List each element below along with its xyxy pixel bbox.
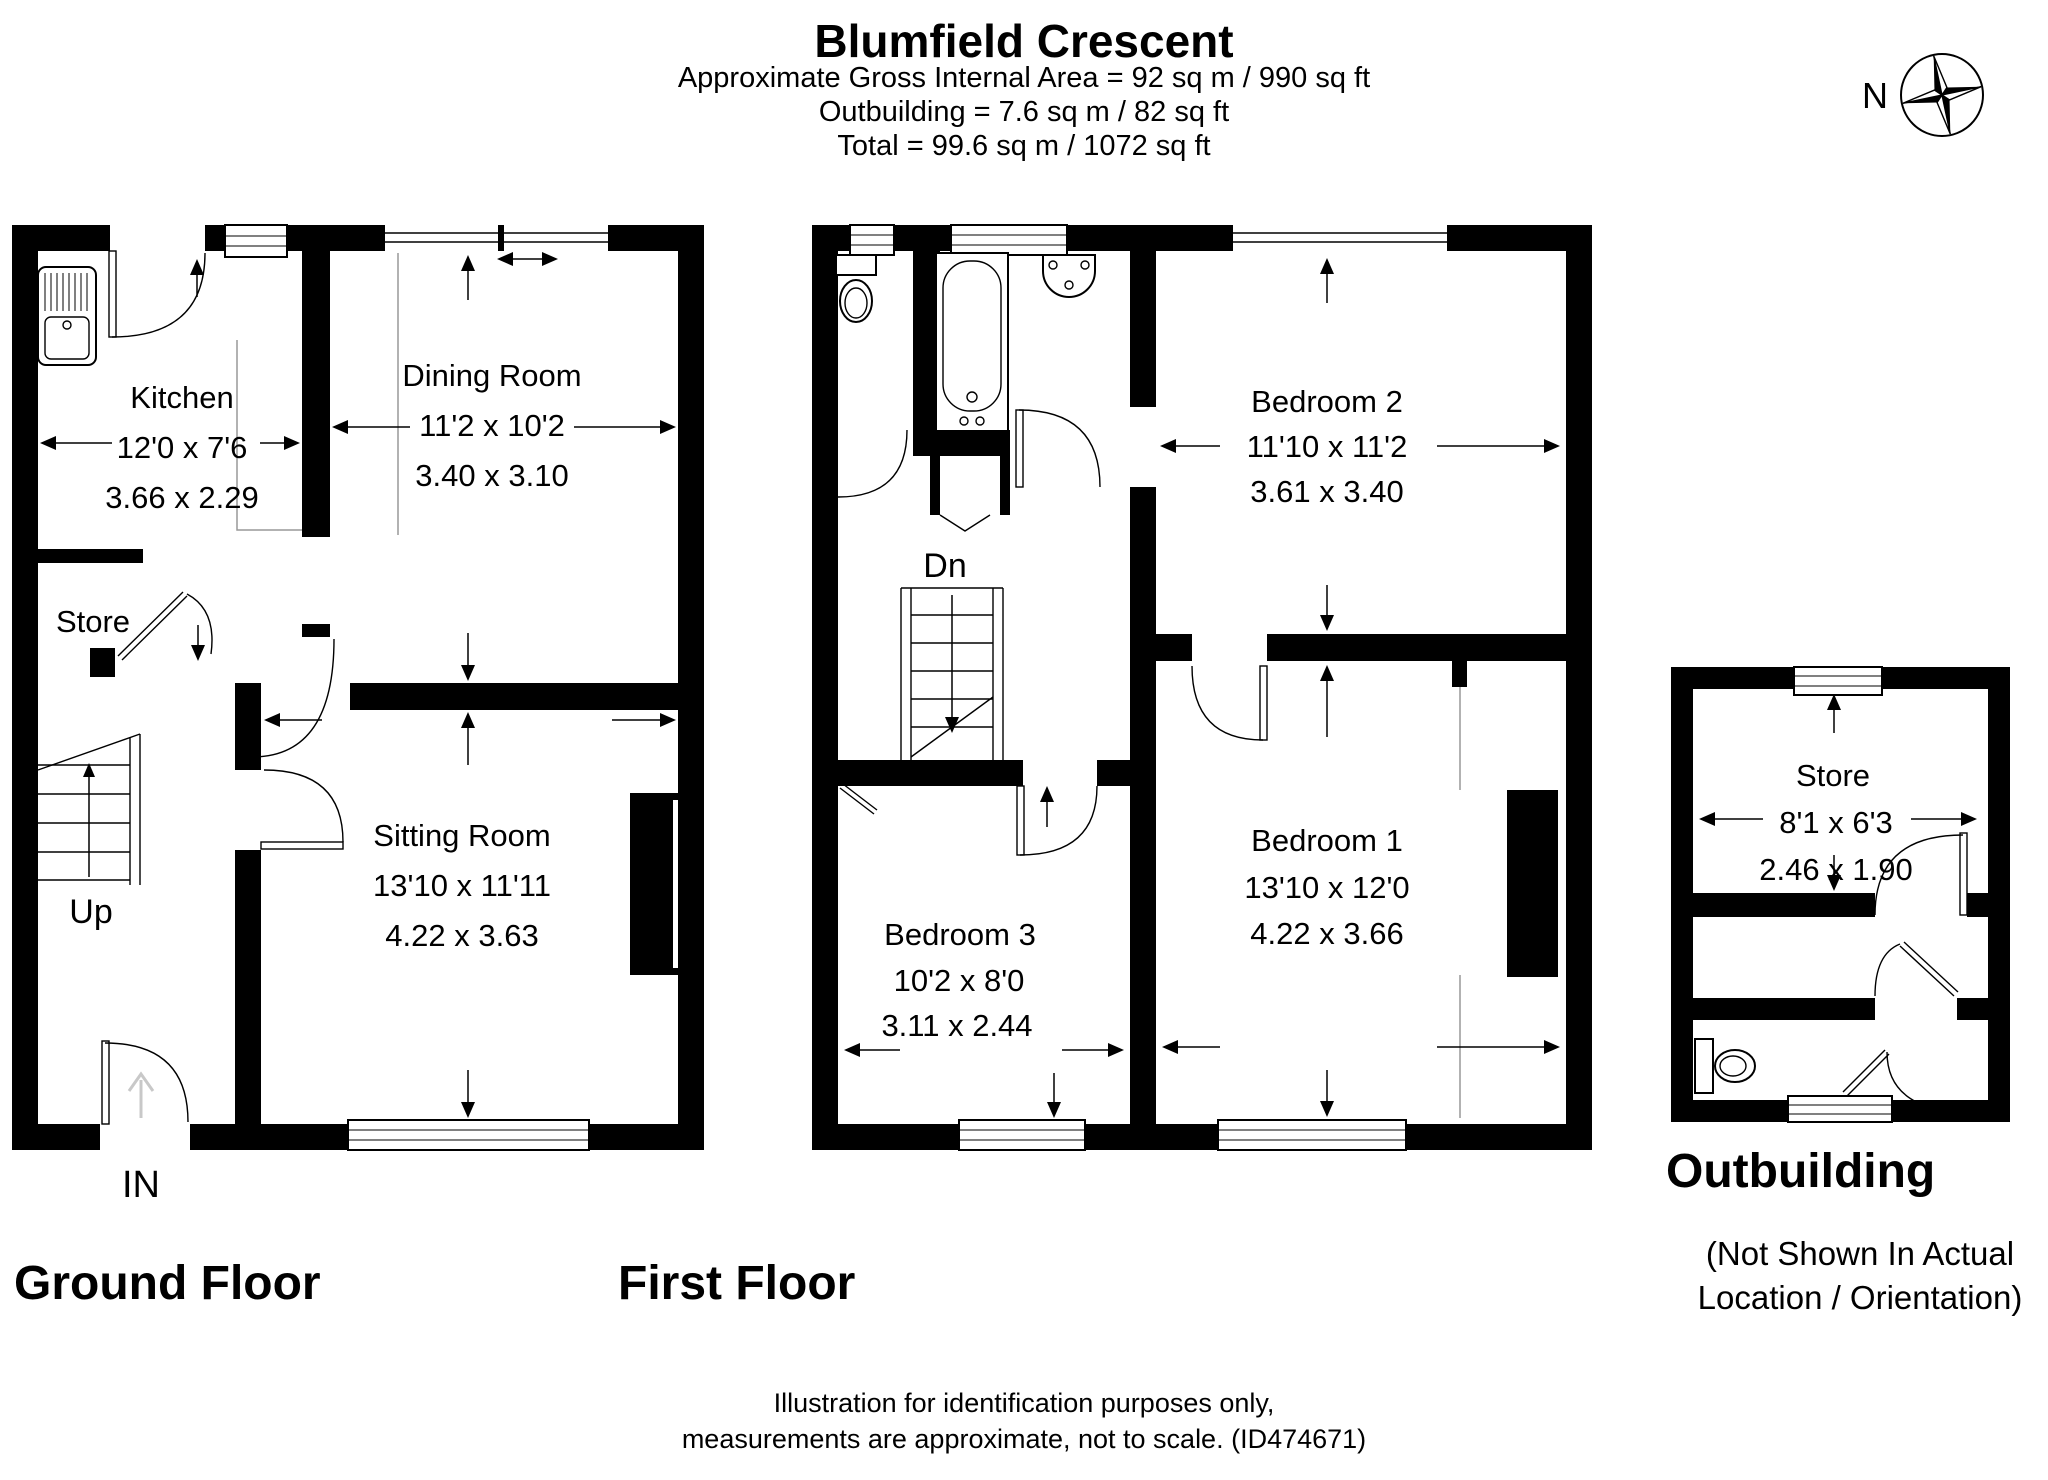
dining-label: Dining Room xyxy=(402,358,581,393)
store-label: Store xyxy=(56,604,130,639)
outbuilding-plan: Store 8'1 x 6'3 2.46 x 1.90 xyxy=(1671,666,2010,1123)
store-door-leaf xyxy=(117,591,184,657)
bedroom1-dim-metric: 4.22 x 3.66 xyxy=(1250,916,1403,951)
cupboard-door-leaf xyxy=(839,787,875,815)
outbuilding-title: Outbuilding xyxy=(1666,1145,1936,1198)
kitchen-dim-imperial: 12'0 x 7'6 xyxy=(117,430,248,465)
wc-door-arc xyxy=(1886,1051,1977,1114)
stairs-up-label: Up xyxy=(69,893,112,931)
bedroom3-door-leaf xyxy=(1016,785,1025,856)
bedroom3-label: Bedroom 3 xyxy=(884,917,1036,952)
first-floor-title: First Floor xyxy=(618,1257,856,1310)
outbuilding-store-dim-imperial: 8'1 x 6'3 xyxy=(1779,805,1893,840)
entrance-in-label: IN xyxy=(122,1164,160,1206)
front-door-arc xyxy=(104,1042,189,1123)
back-door-arc xyxy=(111,252,206,338)
entrance-in-arrow-icon xyxy=(127,1071,155,1118)
first-floor-plan: Bedroom 2 11'10 x 11'2 3.61 x 3.40 Bedro… xyxy=(812,224,1592,1151)
bedroom1-door-arc xyxy=(1191,665,1264,741)
bedroom3-door-arc xyxy=(1019,785,1098,856)
bedroom1-label: Bedroom 1 xyxy=(1251,823,1403,858)
outbuilding-toilet-icon xyxy=(1694,1038,1756,1094)
dining-dim-imperial: 11'2 x 10'2 xyxy=(419,408,565,443)
outbuilding-store-label: Store xyxy=(1796,758,1870,793)
first-floor-doors xyxy=(837,409,1268,856)
sitting-door-arc xyxy=(263,769,344,843)
outbuilding-dimension-arrows xyxy=(1699,694,1977,891)
kitchen-sink-icon xyxy=(37,266,97,366)
ground-floor-windows xyxy=(224,224,608,1151)
gross-internal-area: Approximate Gross Internal Area = 92 sq … xyxy=(677,62,1371,94)
kitchen-label: Kitchen xyxy=(130,380,233,415)
compass-rose-icon: N xyxy=(1862,53,1984,137)
first-floor-windows xyxy=(849,224,1447,1151)
bathtub-icon xyxy=(935,252,1009,432)
outbuilding-doors xyxy=(1842,832,1977,1114)
bedroom2-door-leaf xyxy=(1015,409,1024,488)
compass-star xyxy=(1902,55,1982,135)
outbuilding-caption: (Not Shown In Actual Location / Orientat… xyxy=(1630,1232,2048,1320)
basin-icon xyxy=(1042,254,1096,298)
bedroom2-door-arc xyxy=(1018,409,1101,488)
ground-staircase xyxy=(37,733,141,885)
bedroom2-label: Bedroom 2 xyxy=(1251,384,1403,419)
kitchen-counter-line xyxy=(236,253,399,535)
middle-door-leaf xyxy=(1899,945,1955,997)
ground-dimension-arrows xyxy=(40,252,676,1118)
bedroom1-dim-imperial: 13'10 x 12'0 xyxy=(1244,870,1409,905)
outbuilding-area: Outbuilding = 7.6 sq m / 82 sq ft xyxy=(818,96,1230,128)
sitting-dim-metric: 4.22 x 3.63 xyxy=(385,918,538,953)
ground-floor-walls xyxy=(12,225,704,1150)
toilet-icon xyxy=(835,254,877,323)
page-title: Blumfield Crescent xyxy=(814,15,1234,67)
dining-door-arc xyxy=(251,638,335,758)
disclaimer-line1: Illustration for identification purposes… xyxy=(773,1388,1275,1418)
bedroom1-door-leaf xyxy=(1259,665,1268,741)
outbuilding-caption-line1: (Not Shown In Actual xyxy=(1705,1235,2015,1272)
bedroom3-dim-metric: 3.11 x 2.44 xyxy=(881,1008,1032,1043)
back-door-leaf xyxy=(108,250,117,338)
wc-door-leaf xyxy=(1842,1049,1886,1093)
outbuilding-caption-line2: Location / Orientation) xyxy=(1697,1279,2023,1316)
store-door-arc xyxy=(1874,834,1964,916)
outbuilding-store-dim-metric: 2.46 x 1.90 xyxy=(1759,852,1912,887)
store-door-leaf xyxy=(1959,832,1968,916)
wc-door-arc xyxy=(837,429,908,498)
bedroom2-dim-metric: 3.61 x 3.40 xyxy=(1250,474,1403,509)
sitting-label: Sitting Room xyxy=(373,818,550,853)
stairs-dn-label: Dn xyxy=(923,547,966,585)
sitting-dim-imperial: 13'10 x 11'11 xyxy=(373,868,551,903)
outbuilding-windows xyxy=(1787,666,1893,1123)
disclaimer-line2: measurements are approximate, not to sca… xyxy=(681,1424,1367,1454)
chimney-recess xyxy=(673,800,678,968)
ground-floor-title: Ground Floor xyxy=(14,1257,321,1310)
ground-floor-plan: Kitchen 12'0 x 7'6 3.66 x 2.29 Dining Ro… xyxy=(12,224,704,1206)
compass-north-label: N xyxy=(1862,75,1888,116)
store-door-arc xyxy=(186,593,213,655)
dining-dim-metric: 3.40 x 3.10 xyxy=(415,458,568,493)
ground-floor-doors xyxy=(101,250,344,1125)
sitting-door-leaf xyxy=(260,841,344,850)
total-area: Total = 99.6 sq m / 1072 sq ft xyxy=(837,130,1211,162)
first-floor-walls xyxy=(812,225,1592,1150)
airing-cupboard-chevron xyxy=(939,514,991,532)
first-dimension-arrows xyxy=(844,258,1560,1118)
front-door-leaf xyxy=(101,1040,110,1125)
bedroom3-dim-imperial: 10'2 x 8'0 xyxy=(894,963,1025,998)
first-staircase xyxy=(900,587,1004,760)
kitchen-dim-metric: 3.66 x 2.29 xyxy=(105,480,258,515)
bedroom2-dim-imperial: 11'10 x 11'2 xyxy=(1247,429,1408,464)
middle-door-arc xyxy=(1874,943,1901,997)
